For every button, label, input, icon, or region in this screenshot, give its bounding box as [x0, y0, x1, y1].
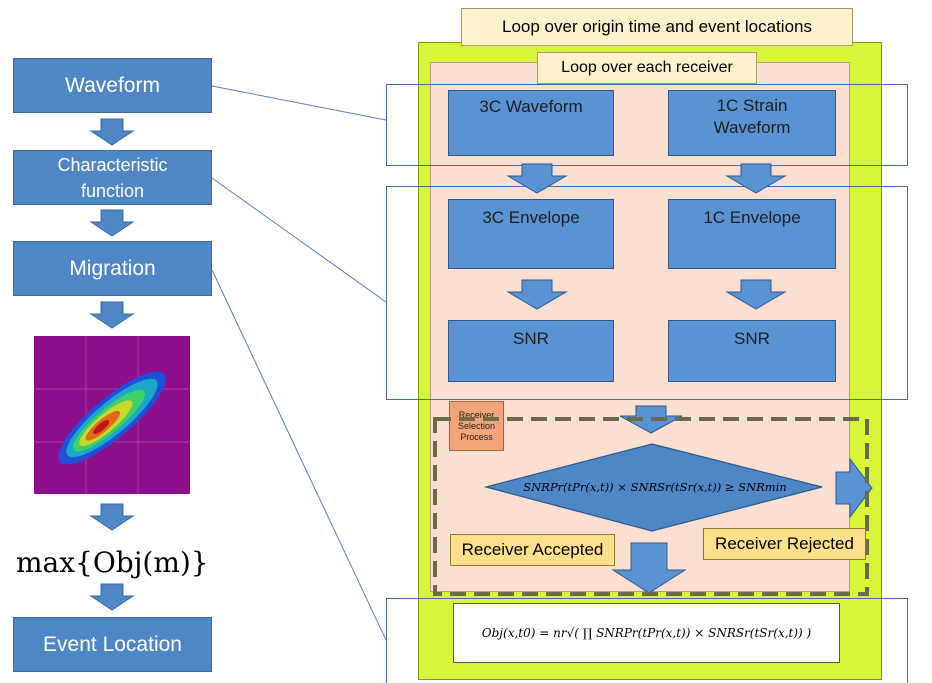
waveform-box: Waveform: [13, 58, 212, 113]
selection-line3: Process: [460, 431, 493, 442]
1c-envelope-label: 1C Envelope: [703, 208, 801, 227]
waveform-callout-outline: [386, 84, 908, 166]
3c-envelope-label: 3C Envelope: [482, 208, 580, 227]
event-location-box: Event Location: [13, 617, 212, 672]
receiver-loop-label: Loop over each receiver: [537, 52, 757, 84]
characteristic-connector-line: [211, 177, 387, 303]
3c-waveform-box: 3C Waveform: [448, 90, 614, 156]
receiver-accepted-label: Receiver Accepted: [450, 534, 615, 566]
1c-envelope-box: 1C Envelope: [668, 199, 836, 269]
selection-line1: Receiver: [458, 409, 495, 420]
objective-function-text: Obj(x,t0) = nr√( ∏ SNRPr(tPr(x,t)) × SNR…: [481, 626, 812, 640]
waveform-connector-line: [211, 85, 387, 121]
left-arrow-3: [89, 301, 135, 329]
snr-right-label: SNR: [734, 329, 770, 348]
origin-time-loop-text: Loop over origin time and event location…: [502, 17, 812, 36]
receiver-loop-text: Loop over each receiver: [561, 59, 733, 76]
objective-callout-outline: [386, 598, 908, 683]
event-location-label: Event Location: [43, 632, 182, 656]
3c-waveform-label: 3C Waveform: [479, 97, 583, 116]
migration-connector-line: [211, 269, 387, 641]
left-arrow-2: [89, 209, 135, 237]
envelope-snr-callout-outline: [386, 186, 908, 400]
receiver-rejected-text: Receiver Rejected: [715, 534, 854, 553]
1c-strain-waveform-box: 1C Strain Waveform: [668, 90, 836, 156]
3c-envelope-box: 3C Envelope: [448, 199, 614, 269]
max-objective-formula: max{Obj(m)}: [16, 540, 216, 584]
1c-strain-label-line1: 1C Strain: [716, 96, 788, 115]
migration-label: Migration: [69, 256, 156, 280]
snr-left-label: SNR: [513, 329, 549, 348]
left-arrow-5: [89, 583, 135, 611]
characteristic-function-box: Characteristic function: [13, 150, 212, 205]
left-arrow-1: [89, 118, 135, 146]
receiver-selection-process-label: Receiver Selection Process: [449, 401, 504, 451]
migration-heatmap-image: [34, 336, 190, 494]
left-arrow-4: [89, 503, 135, 531]
receiver-accepted-text: Receiver Accepted: [461, 540, 604, 559]
max-objective-text: max{Obj(m)}: [16, 545, 209, 579]
condition-formula: SNRPr(tPr(x,t)) × SNRSr(tSr(x,t)) ≥ SNRm…: [505, 476, 805, 498]
characteristic-label-line2: function: [80, 180, 145, 201]
migration-box: Migration: [13, 241, 212, 296]
receiver-rejected-label: Receiver Rejected: [703, 528, 866, 560]
1c-strain-label-line2: Waveform: [713, 118, 791, 137]
selection-line2: Selection: [457, 420, 496, 431]
snr-left-box: SNR: [448, 320, 614, 382]
objective-function-box: Obj(x,t0) = nr√( ∏ SNRPr(tPr(x,t)) × SNR…: [453, 603, 840, 663]
characteristic-label-line1: Characteristic: [57, 154, 168, 175]
waveform-label: Waveform: [65, 73, 160, 97]
snr-right-box: SNR: [668, 320, 836, 382]
condition-formula-text: SNRPr(tPr(x,t)) × SNRSr(tSr(x,t)) ≥ SNRm…: [523, 480, 787, 494]
origin-time-loop-label: Loop over origin time and event location…: [461, 8, 853, 46]
